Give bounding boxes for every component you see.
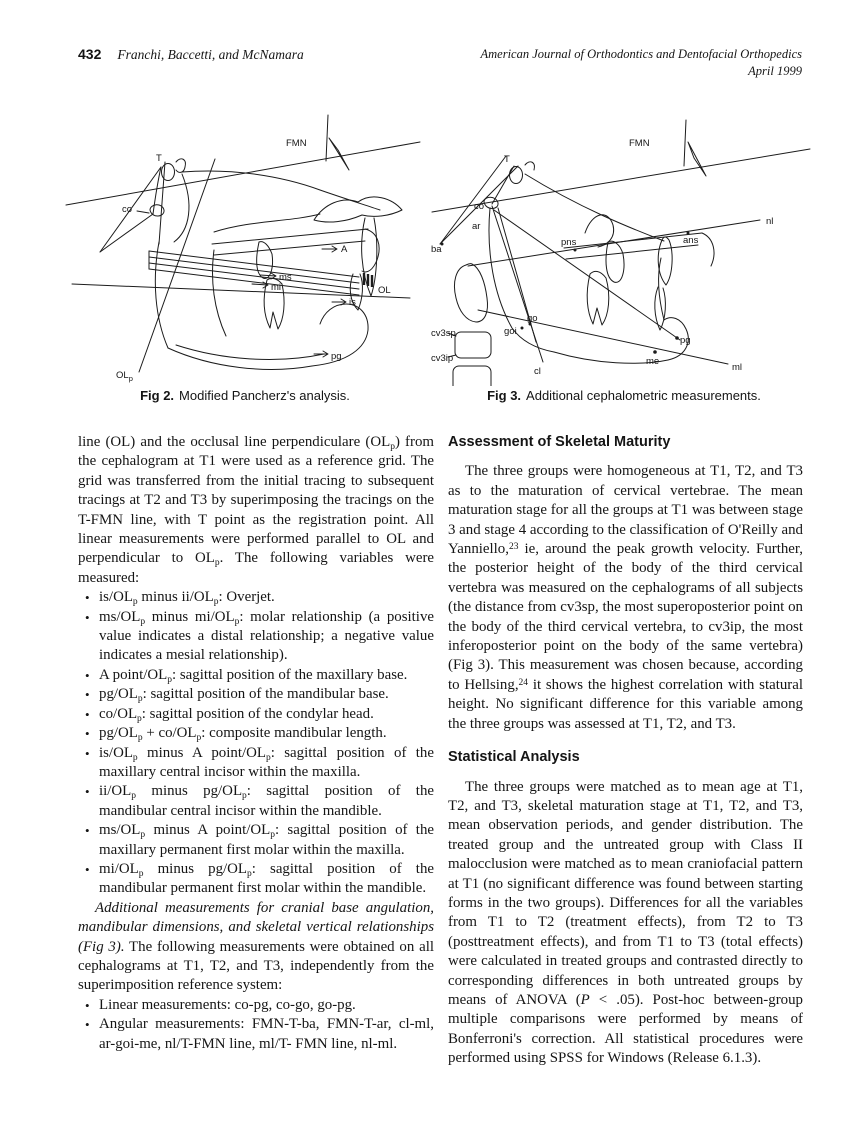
measurement-item: co/OLp: sagittal position of the condyla… <box>78 705 434 725</box>
left-paragraph-1: line (OL) and the occlusal line perpendi… <box>78 434 435 586</box>
fig3-skull-outlines <box>452 161 715 386</box>
fig3-labels: FMN T co ar ba pns ans nl go goi cl cv3s… <box>431 138 773 377</box>
measurement-item: is/OLp minus ii/OLp: Overjet. <box>78 588 434 608</box>
fig3-label-cl: cl <box>534 366 541 377</box>
fig3-label-ba: ba <box>431 244 442 255</box>
fig3-label-nl: nl <box>766 216 773 227</box>
measurement-item: pg/OLp: sagittal position of the mandibu… <box>78 685 434 705</box>
fig2-cephalometric-tracing: FMN T co A OL is ms mi pg OLp <box>65 114 421 383</box>
header-right: American Journal of Orthodontics and Den… <box>481 46 803 79</box>
fig3-label-go: go <box>527 313 538 324</box>
measurement-item: ii/OLp minus pg/OLp: sagittal position o… <box>78 782 434 821</box>
fig3-cephalometric-tracing: FMN T co ar ba pns ans nl go goi cl cv3s… <box>431 119 811 386</box>
right-column: Assessment of Skeletal Maturity The thre… <box>448 433 803 1069</box>
measurement-item: Linear measurements: co-pg, co-go, go-pg… <box>78 996 434 1016</box>
fig2-incisor-hatch <box>362 273 374 287</box>
journal-issue: April 1999 <box>748 63 802 78</box>
fig2-label-co: co <box>122 204 132 215</box>
fig2-reference-lines <box>65 114 421 373</box>
measurement-item: pg/OLp + co/OLp: composite mandibular le… <box>78 724 434 744</box>
fig2-caption-label: Fig 2. <box>140 388 175 403</box>
fig2-label-fmn: FMN <box>286 138 307 149</box>
fig2-label-ms: ms <box>279 272 292 283</box>
measurement-list: is/OLp minus ii/OLp: Overjet. ms/OLp min… <box>78 588 434 899</box>
figure-2: FMN T co A OL is ms mi pg OLp Fig 2. Modi… <box>62 112 428 403</box>
measurement-item: ms/OLp minus A point/OLp: sagittal posit… <box>78 821 434 860</box>
fig2-caption: Fig 2. Modified Pancherz's analysis. <box>62 388 428 403</box>
fig2-label-ol: OL <box>378 285 391 296</box>
fig3-caption-text: Additional cephalometric measurements. <box>526 388 761 403</box>
fig2-label-t: T <box>156 153 162 164</box>
fig3-label-pns: pns <box>561 237 577 248</box>
right-paragraph-1: The three groups were homogeneous at T1,… <box>448 463 803 732</box>
section-heading-skeletal-maturity: Assessment of Skeletal Maturity <box>448 434 671 450</box>
measurement-item: ms/OLp minus mi/OLp: molar relationship … <box>78 608 434 666</box>
header-left: 432 Franchi, Baccetti, and McNamara <box>78 46 304 63</box>
measurement-item: mi/OLp minus pg/OLp: sagittal position o… <box>78 860 434 899</box>
left-column: line (OL) and the occlusal line perpendi… <box>78 433 434 1054</box>
fig3-measure-arrows <box>447 332 457 358</box>
fig2-skull-outlines <box>99 158 403 370</box>
fig2-label-a: A <box>341 244 348 255</box>
left-paragraph-2: Additional measurements for cranial base… <box>78 899 434 994</box>
fig3-label-t: T <box>504 154 510 165</box>
measurement-item: A point/OLp: sagittal position of the ma… <box>78 666 434 686</box>
fig3-label-pg: pg <box>680 335 691 346</box>
fig3-label-co: co <box>474 201 484 212</box>
fig2-label-pg: pg <box>331 351 342 362</box>
fig3-label-fmn: FMN <box>629 138 650 149</box>
fig2-label-mi: mi <box>271 282 281 293</box>
fig2-caption-text: Modified Pancherz's analysis. <box>179 388 350 403</box>
fig3-label-cv3sp: cv3sp <box>431 328 456 339</box>
fig3-label-me: me <box>646 356 659 367</box>
fig3-label-ar: ar <box>472 221 480 232</box>
right-paragraph-2: The three groups were matched as to mean… <box>448 778 803 1067</box>
fig3-caption: Fig 3. Additional cephalometric measureme… <box>430 388 818 403</box>
section-heading-statistical-analysis: Statistical Analysis <box>448 749 580 766</box>
fig3-label-ans: ans <box>683 235 699 246</box>
fig3-label-ml: ml <box>732 362 742 373</box>
fig2-label-olp: OLp <box>116 370 133 383</box>
fig3-landmark-dots <box>440 231 690 354</box>
header-authors: Franchi, Baccetti, and McNamara <box>117 47 304 62</box>
fig3-caption-label: Fig 3. <box>487 388 522 403</box>
fig3-label-cv3ip: cv3ip <box>431 353 453 364</box>
measurement-item: is/OLp minus A point/OLp: sagittal posit… <box>78 744 434 783</box>
fig2-label-is: is <box>349 297 356 308</box>
page-number: 432 <box>78 46 102 62</box>
journal-title: American Journal of Orthodontics and Den… <box>480 47 803 61</box>
fig3-reference-lines <box>431 119 811 365</box>
fig2-labels: FMN T co A OL is ms mi pg OLp <box>116 138 391 383</box>
page-header: 432 Franchi, Baccetti, and McNamara Amer… <box>78 46 802 79</box>
fig2-measure-arrows <box>136 210 347 358</box>
fig3-label-goi: goi <box>504 326 517 337</box>
measurement-item: Angular measurements: FMN-T-ba, FMN-T-ar… <box>78 1015 434 1054</box>
additional-measurement-list: Linear measurements: co-pg, co-go, go-pg… <box>78 996 434 1054</box>
figure-3: FMN T co ar ba pns ans nl go goi cl cv3s… <box>430 112 818 403</box>
